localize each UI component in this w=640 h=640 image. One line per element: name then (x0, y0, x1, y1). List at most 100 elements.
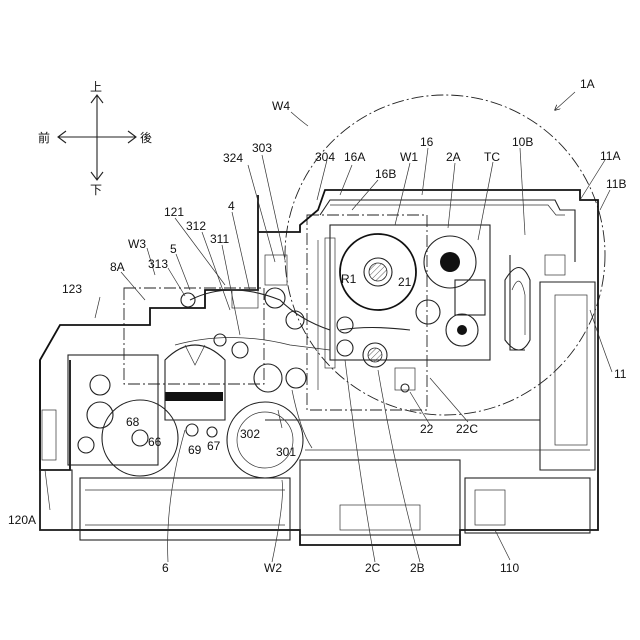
guide-roller-2C (337, 340, 353, 356)
leader-W4 (291, 112, 308, 126)
roller-303 (286, 311, 304, 329)
leader-313 (168, 268, 185, 296)
ribbon-roll-hub (369, 263, 387, 281)
drive-gear-lower (78, 437, 94, 453)
label-67: 67 (207, 439, 221, 453)
reference-labels: 1A W4 16 10B 11A 11B 324 303 304 16A W1 … (8, 77, 627, 575)
rear-latch (545, 255, 565, 275)
label-66: 66 (148, 435, 162, 449)
leader-324 (248, 165, 275, 262)
outer-housing-outline (40, 190, 598, 545)
label-121: 121 (164, 205, 184, 219)
hopper-68 (165, 345, 225, 420)
drive-gear-upper (90, 375, 110, 395)
roller-312 (214, 334, 226, 346)
label-6: 6 (162, 561, 169, 575)
leader-301 (292, 390, 312, 448)
front-block-123 (40, 360, 70, 470)
label-313: 313 (148, 257, 168, 271)
leader-120A (45, 470, 50, 510)
label-10B: 10B (512, 135, 533, 149)
gear-301-side (286, 368, 306, 388)
roller-313 (181, 293, 195, 307)
lower-bay-2B (300, 460, 460, 535)
label-2C: 2C (365, 561, 381, 575)
block-303 (265, 255, 287, 285)
label-110: 110 (500, 561, 519, 575)
label-2B: 2B (410, 561, 425, 575)
cassette-gear-1 (416, 300, 440, 324)
label-5: 5 (170, 242, 177, 256)
leader-2A (448, 163, 455, 228)
leader-11 (590, 310, 612, 372)
lower-bay-insert (340, 505, 420, 530)
leader-2B (378, 370, 420, 562)
label-16B: 16B (375, 167, 396, 181)
gear-67 (207, 427, 217, 437)
bottom-unit-part (475, 490, 505, 525)
cassette-gear-2-hub (457, 325, 467, 335)
label-16: 16 (420, 135, 434, 149)
cutter-unit-22 (395, 368, 415, 390)
direction-up-label: 上 (90, 80, 102, 94)
label-69: 69 (188, 443, 202, 457)
label-8A: 8A (110, 260, 125, 274)
hopper-funnel (185, 345, 205, 365)
label-302: 302 (240, 427, 260, 441)
label-2A: 2A (446, 150, 461, 164)
feed-mechanism (175, 238, 335, 392)
label-11A: 11A (600, 149, 620, 163)
leader-W2 (272, 480, 283, 562)
label-4: 4 (228, 199, 235, 213)
label-311: 311 (210, 232, 229, 246)
label-TC: TC (484, 150, 500, 164)
leader-8A (121, 272, 145, 300)
leader-TC (478, 162, 493, 240)
leader-4 (232, 212, 250, 292)
label-68: 68 (126, 415, 140, 429)
direction-rear-label: 後 (140, 131, 152, 145)
label-1A: 1A (580, 77, 595, 91)
cassette-clip (455, 280, 485, 315)
label-312: 312 (186, 219, 206, 233)
gear-301-upper (254, 364, 282, 392)
solid-plate (165, 392, 223, 401)
label-R1: R1 (341, 272, 357, 286)
leader-16B (352, 180, 378, 210)
direction-front-label: 前 (38, 130, 50, 145)
leader-10B (520, 148, 525, 235)
leader-16 (422, 148, 428, 195)
leader-1A (555, 92, 575, 110)
direction-down-label: 下 (90, 183, 102, 197)
guide-roller-upper (337, 317, 353, 333)
gear-69 (186, 424, 198, 436)
label-120A: 120A (8, 513, 36, 527)
platen-roller-core (368, 348, 382, 362)
cutter-pivot (401, 384, 409, 392)
label-301: 301 (276, 445, 296, 459)
leader-304 (317, 160, 327, 200)
roller-311 (232, 342, 248, 358)
drive-wheel-66-hub (132, 430, 148, 446)
label-22: 22 (420, 422, 434, 436)
top-cover-liner (330, 205, 565, 215)
roll-302 (227, 402, 303, 478)
label-303: 303 (252, 141, 272, 155)
take-up-hub (440, 252, 460, 272)
front-drive-frame (68, 355, 158, 465)
label-304: 304 (315, 150, 335, 164)
leader-110 (495, 530, 510, 560)
label-123: 123 (62, 282, 82, 296)
label-21: 21 (398, 275, 412, 289)
label-W4: W4 (272, 99, 290, 113)
printer-housing (40, 190, 598, 545)
leader-303 (262, 155, 285, 260)
label-16A: 16A (344, 150, 365, 164)
leader-W1 (395, 163, 410, 225)
label-22C: 22C (456, 422, 478, 436)
leader-11B (600, 190, 610, 210)
leader-123 (95, 297, 100, 318)
cam-10B (505, 268, 530, 351)
label-W1: W1 (400, 150, 418, 164)
